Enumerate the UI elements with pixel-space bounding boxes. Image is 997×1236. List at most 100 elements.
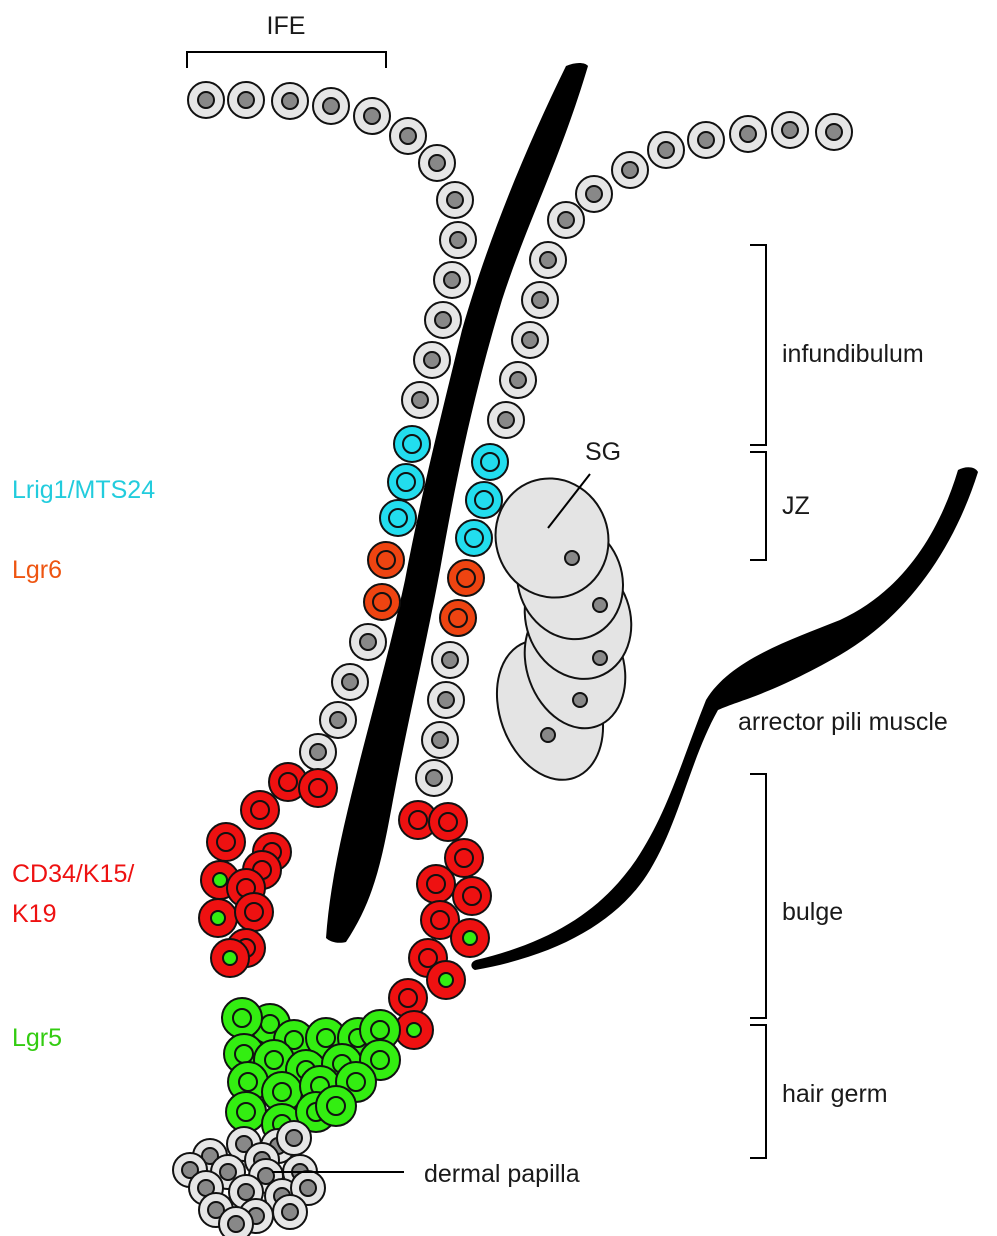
cell-nucleus [371, 1051, 389, 1069]
cell-nucleus [282, 1204, 298, 1220]
cell-nucleus [403, 435, 421, 453]
cell-nucleus [327, 1097, 345, 1115]
cell-nucleus [407, 1023, 421, 1037]
cell-nucleus [826, 124, 842, 140]
sebaceous-nucleus [541, 728, 555, 742]
cell-nucleus [330, 712, 346, 728]
cell-nucleus [435, 312, 451, 328]
cell-nucleus [457, 569, 475, 587]
cell-nucleus [558, 212, 574, 228]
cell-nucleus [239, 1073, 257, 1091]
cell-nucleus [447, 192, 463, 208]
ife-label: IFE [267, 12, 306, 40]
sebaceous-nucleus [593, 598, 607, 612]
cell-nucleus [522, 332, 538, 348]
cell-nucleus [399, 989, 417, 1007]
cell-nucleus [400, 128, 416, 144]
cell-nucleus [237, 1103, 255, 1121]
cell-nucleus [426, 770, 442, 786]
cell-nucleus [450, 232, 466, 248]
sebaceous-nucleus [565, 551, 579, 565]
cell-nucleus [481, 453, 499, 471]
cell-nucleus [432, 732, 448, 748]
cell-nucleus [532, 292, 548, 308]
cell-nucleus [251, 801, 269, 819]
cell-nucleus [360, 634, 376, 650]
cell-nucleus [342, 674, 358, 690]
hair-germ-label: hair germ [782, 1080, 888, 1108]
hair-germ-bracket [750, 1025, 766, 1158]
cell-nucleus [364, 108, 380, 124]
cell-nucleus [228, 1216, 244, 1232]
cell-nucleus [347, 1073, 365, 1091]
marker-label-lgr5: Lgr5 [12, 1024, 62, 1052]
cell-nucleus [510, 372, 526, 388]
cell-nucleus [217, 833, 235, 851]
cell-nucleus [238, 92, 254, 108]
marker-label-cd34-k15: CD34/K15/ [12, 860, 134, 888]
cell-nucleus [310, 744, 326, 760]
cell-nucleus [463, 931, 477, 945]
dermal-papilla-label: dermal papilla [424, 1160, 580, 1188]
cell-nucleus [465, 529, 483, 547]
cell-nucleus [782, 122, 798, 138]
cell-nucleus [286, 1130, 302, 1146]
cell-nucleus [282, 93, 298, 109]
cell-nucleus [238, 1184, 254, 1200]
cell-nucleus [397, 473, 415, 491]
cell-nucleus [323, 98, 339, 114]
marker-label-lgr6: Lgr6 [12, 556, 62, 584]
cell-nucleus [444, 272, 460, 288]
cell-nucleus [455, 849, 473, 867]
cell-nucleus [439, 813, 457, 831]
cell-nucleus [220, 1164, 236, 1180]
cell-nucleus [463, 887, 481, 905]
cell-nucleus [429, 155, 445, 171]
sebaceous-nucleus [573, 693, 587, 707]
cell-nucleus [279, 773, 297, 791]
sg-label: SG [585, 438, 621, 466]
cell-nucleus [427, 875, 445, 893]
cell-nucleus [449, 609, 467, 627]
cell-nucleus [498, 412, 514, 428]
bulge-label: bulge [782, 898, 843, 926]
bulge-bracket [750, 774, 766, 1018]
jz-bracket [750, 452, 766, 560]
cell-nucleus [698, 132, 714, 148]
cell-nucleus [213, 873, 227, 887]
marker-label-lrig1-mts24: Lrig1/MTS24 [12, 476, 155, 504]
cell-nucleus [431, 911, 449, 929]
sebaceous-gland [478, 462, 648, 794]
sebaceous-nucleus [593, 651, 607, 665]
cell-nucleus [223, 951, 237, 965]
ife-bracket [187, 52, 386, 68]
cell-nucleus [622, 162, 638, 178]
cell-nucleus [475, 491, 493, 509]
cell-nucleus [265, 1051, 283, 1069]
cell-nucleus [300, 1180, 316, 1196]
cell-nucleus [442, 652, 458, 668]
cell-nucleus [211, 911, 225, 925]
cell-nucleus [586, 186, 602, 202]
infundibulum-label: infundibulum [782, 340, 924, 368]
cell-nucleus [317, 1029, 335, 1047]
cell-nucleus [245, 903, 263, 921]
marker-label-k19: K19 [12, 900, 56, 928]
cell-nucleus [377, 551, 395, 569]
cell-nucleus [439, 973, 453, 987]
cell-nucleus [424, 352, 440, 368]
cell-nucleus [409, 811, 427, 829]
infundibulum-bracket [750, 245, 766, 445]
cell-nucleus [438, 692, 454, 708]
cell-nucleus [373, 593, 391, 611]
cell-nucleus [198, 92, 214, 108]
cell-nucleus [540, 252, 556, 268]
jz-label: JZ [782, 492, 810, 520]
arrector-pili-label: arrector pili muscle [738, 708, 948, 736]
cell-nucleus [233, 1009, 251, 1027]
cell-nucleus [273, 1083, 291, 1101]
cell-nucleus [740, 126, 756, 142]
cell-nucleus [658, 142, 674, 158]
cell-nucleus [412, 392, 428, 408]
cell-nucleus [371, 1021, 389, 1039]
